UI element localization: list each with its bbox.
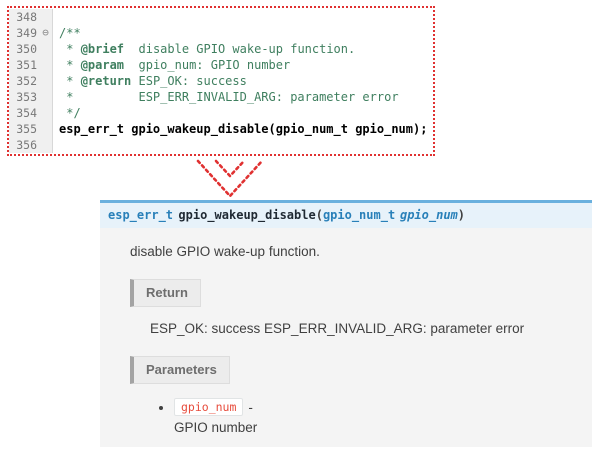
signature-function-name: gpio_wakeup_disable	[178, 208, 316, 222]
parameters-rubric: Parameters	[130, 356, 230, 384]
signature-return-type: esp_err_t	[108, 208, 174, 222]
return-text: ESP_OK: success ESP_ERR_INVALID_ARG: par…	[150, 321, 525, 336]
gutter: 348	[9, 9, 53, 25]
gutter: 354	[9, 105, 53, 121]
line-number: 350	[16, 42, 37, 56]
code-line: 352 * @return ESP_OK: success	[9, 73, 433, 89]
arrow-down-dotted-icon	[196, 159, 264, 198]
fold-collapse-icon[interactable]: ⊖	[42, 26, 49, 39]
code-line: 350 * @brief disable GPIO wake-up functi…	[9, 41, 433, 57]
code-line: 355 esp_err_t gpio_wakeup_disable(gpio_n…	[9, 121, 433, 137]
gutter: 353	[9, 89, 53, 105]
code-text: */	[59, 106, 81, 120]
code-text: * @return ESP_OK: success	[59, 74, 247, 88]
gutter: 351	[9, 57, 53, 73]
param-dash: -	[248, 400, 253, 415]
line-number: 348	[16, 10, 37, 24]
line-number: 353	[16, 90, 37, 104]
code-line: 348	[9, 9, 433, 25]
return-rubric: Return	[130, 279, 201, 307]
code-line: 353 * ESP_ERR_INVALID_ARG: parameter err…	[9, 89, 433, 105]
code-line: 354 */	[9, 105, 433, 121]
line-number: 355	[16, 122, 37, 136]
signature-paren-close: )	[457, 208, 466, 222]
code-text: /**	[59, 26, 81, 40]
line-number: 354	[16, 106, 37, 120]
signature-param-type: gpio_num_t	[322, 208, 396, 222]
code-text: * @brief disable GPIO wake-up function.	[59, 42, 356, 56]
gutter: 356	[9, 137, 53, 153]
code-line: 351 * @param gpio_num: GPIO number	[9, 57, 433, 73]
param-description: GPIO number	[174, 420, 258, 435]
code-text: * @param gpio_num: GPIO number	[59, 58, 291, 72]
function-brief: disable GPIO wake-up function.	[130, 244, 320, 259]
code-text: * ESP_ERR_INVALID_ARG: parameter error	[59, 90, 399, 104]
gutter: 352	[9, 73, 53, 89]
parameter-item: gpio_num- GPIO number	[174, 398, 592, 435]
code-editor[interactable]: 348 349 ⊖ /** 350 * @brief disable GPIO …	[7, 6, 435, 156]
code-text: esp_err_t gpio_wakeup_disable(gpio_num_t…	[59, 122, 428, 136]
parameter-list: gpio_num- GPIO number	[158, 398, 592, 435]
gutter: 350	[9, 41, 53, 57]
code-line: 356	[9, 137, 433, 153]
gutter: 355	[9, 121, 53, 137]
line-number: 356	[16, 138, 37, 152]
param-name-code: gpio_num	[174, 398, 244, 416]
signature-paren-open: (	[315, 208, 323, 222]
signature-param-name: gpio_num	[399, 208, 458, 222]
line-number: 349	[16, 26, 37, 40]
code-line: 349 ⊖ /**	[9, 25, 433, 41]
line-number: 351	[16, 58, 37, 72]
gutter: 349 ⊖	[9, 25, 53, 41]
line-number: 352	[16, 74, 37, 88]
